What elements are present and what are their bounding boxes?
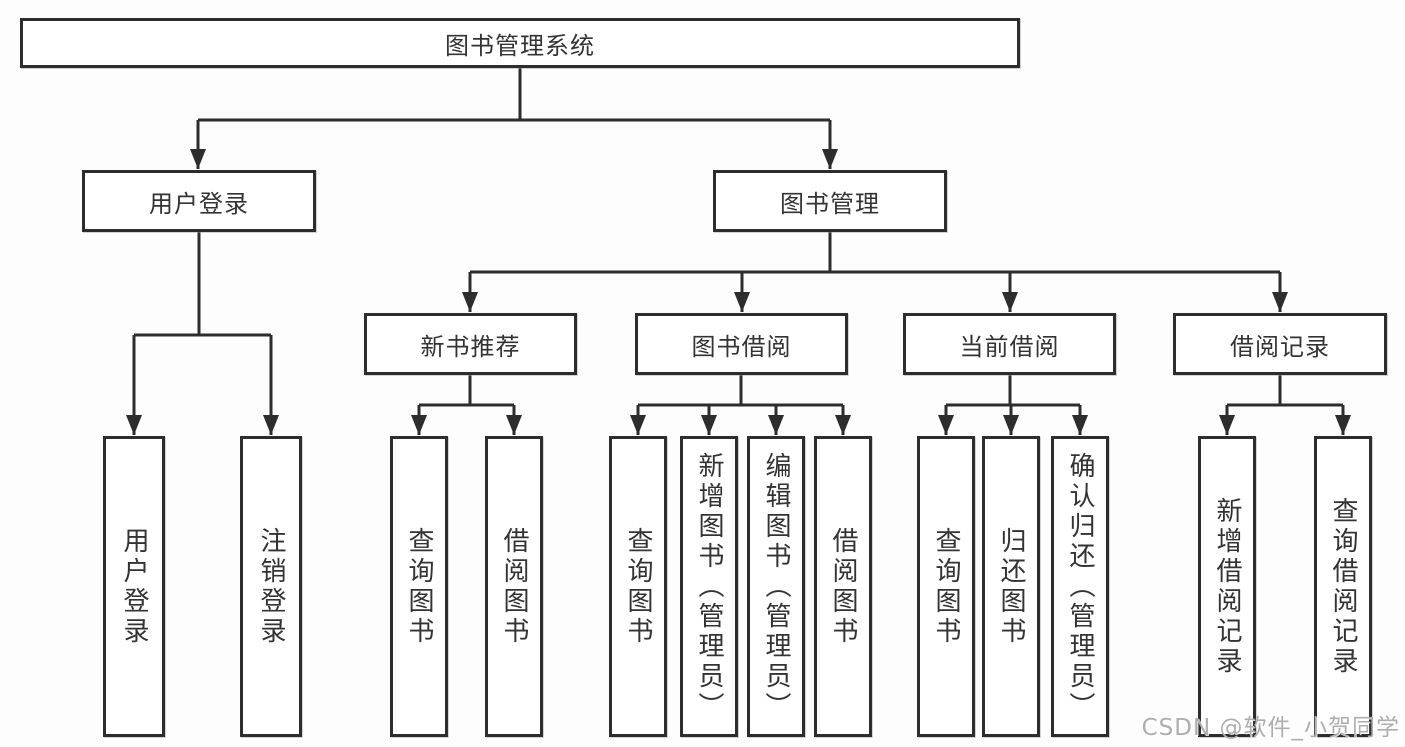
leaf-confirm-return-admin: 确认归还（管理员） [1051,436,1109,737]
leaf-borrow-books: 借阅图书 [814,436,872,737]
leaf-borrow-books-recommend-label: 借阅图书 [499,526,529,647]
node-book-borrowing-label: 图书借阅 [691,332,792,361]
node-book-management: 图书管理 [713,170,947,232]
leaf-borrow-books-recommend: 借阅图书 [485,436,543,737]
leaf-add-books-admin-label: 新增图书（管理员） [694,451,724,722]
leaf-edit-books-admin: 编辑图书（管理员） [747,436,805,737]
node-current-borrowing-label: 当前借阅 [959,332,1060,361]
node-user-login: 用户登录 [82,170,316,232]
node-book-borrowing: 图书借阅 [635,313,848,375]
rail-user-login [134,232,271,337]
leaf-logout-label: 注销登录 [256,526,286,647]
rail-borrow-records [1227,375,1343,407]
leaf-logout: 注销登录 [240,436,302,737]
node-borrowing-records: 借阅记录 [1173,313,1387,375]
node-current-borrowing: 当前借阅 [903,313,1116,375]
rail-book-management [470,232,1280,274]
leaf-confirm-return-admin-label: 确认归还（管理员） [1065,451,1095,722]
leaf-add-books-admin: 新增图书（管理员） [680,436,738,737]
leaf-user-login: 用户登录 [103,436,165,737]
node-user-login-label: 用户登录 [149,189,249,218]
node-root-label: 图书管理系统 [445,31,595,60]
leaf-add-borrow-record-label: 新增借阅记录 [1212,496,1242,677]
node-root: 图书管理系统 [20,18,1020,68]
leaf-edit-books-admin-label: 编辑图书（管理员） [761,451,791,722]
leaf-query-borrow-record-label: 查询借阅记录 [1328,496,1358,677]
node-borrowing-records-label: 借阅记录 [1230,332,1330,361]
node-new-book-recommendation: 新书推荐 [364,313,577,375]
leaf-query-borrow-record: 查询借阅记录 [1314,436,1372,737]
leaf-return-books: 归还图书 [982,436,1040,737]
leaf-query-books-borrow: 查询图书 [609,436,667,737]
leaf-query-books-recommend: 查询图书 [390,436,448,737]
leaf-query-books-current: 查询图书 [917,436,975,737]
leaf-user-login-label: 用户登录 [119,526,149,647]
leaf-query-books-recommend-label: 查询图书 [404,526,434,647]
leaf-return-books-label: 归还图书 [996,526,1026,647]
node-new-book-recommendation-label: 新书推荐 [420,332,521,361]
rail-book-borrow [638,375,843,407]
node-book-management-label: 图书管理 [780,189,880,218]
leaf-borrow-books-label: 借阅图书 [828,526,858,647]
leaf-query-books-borrow-label: 查询图书 [623,526,653,647]
rail-current-borrow [946,375,1080,407]
leaf-add-borrow-record: 新增借阅记录 [1198,436,1256,737]
rail-root-to-level2 [198,68,830,122]
rail-new-book [419,375,514,407]
leaf-query-books-current-label: 查询图书 [931,526,961,647]
